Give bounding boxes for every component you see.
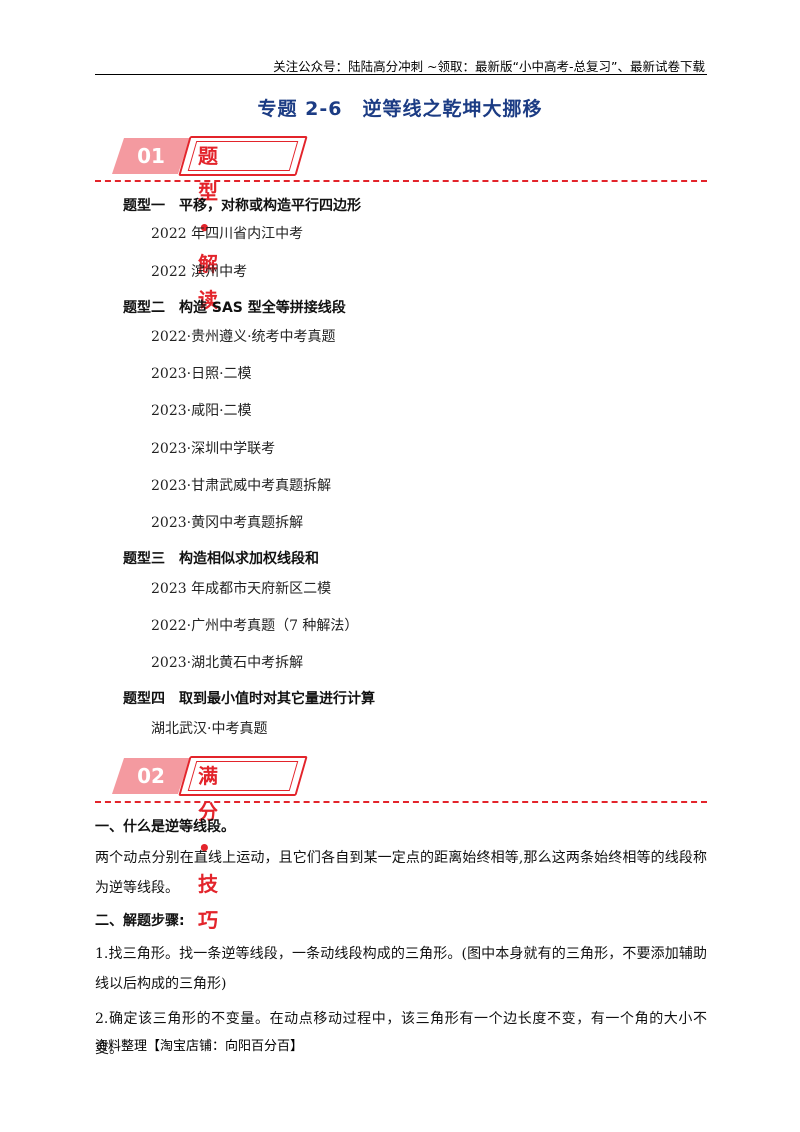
tips-paragraph: 2.确定该三角形的不变量。在动点移动过程中，该三角形有一个边长度不变，有一个角的…: [95, 1011, 707, 1057]
tips-paragraph: 1.找三角形。找一条逆等线段，一条动线段构成的三角形。(图中本身就有的三角形，不…: [95, 946, 707, 992]
list-item: 2023·黄冈中考真题拆解: [151, 515, 304, 531]
section-title: 满分•技巧: [198, 764, 218, 932]
type-heading: 题型三 构造相似求加权线段和: [123, 551, 319, 567]
tips-heading: 二、解题步骤:: [95, 913, 185, 929]
type-heading: 题型四 取到最小值时对其它量进行计算: [123, 691, 375, 707]
section-divider: [95, 180, 707, 182]
tips-heading: 一、什么是逆等线段。: [95, 819, 235, 835]
list-item: 2023 年成都市天府新区二模: [151, 581, 332, 597]
footer-note: 资料整理【淘宝店铺：向阳百分百】: [95, 1039, 304, 1054]
section-number: 02: [112, 758, 190, 794]
document-title: 专题 2-6 逆等线之乾坤大挪移: [257, 98, 543, 120]
list-item: 2023·日照·二模: [151, 366, 252, 382]
list-item: 2023·甘肃武威中考真题拆解: [151, 478, 332, 494]
list-item: 2022·广州中考真题（7 种解法）: [151, 618, 359, 634]
list-item: 2022·贵州遵义·统考中考真题: [151, 329, 336, 345]
list-item: 2023·湖北黄石中考拆解: [151, 655, 304, 671]
list-item: 湖北武汉·中考真题: [151, 721, 268, 737]
header-divider: [95, 74, 707, 75]
type-heading: 题型一 平移，对称或构造平行四边形: [123, 198, 361, 214]
type-heading: 题型二 构造 SAS 型全等拼接线段: [123, 300, 346, 316]
list-item: 2022 年四川省内江中考: [151, 226, 304, 242]
list-item: 2023·咸阳·二模: [151, 403, 252, 419]
section-divider: [95, 801, 707, 803]
list-item: 2023·深圳中学联考: [151, 441, 276, 457]
list-item: 2022 滨州中考: [151, 264, 248, 280]
tips-paragraph: 两个动点分别在直线上运动，且它们各自到某一定点的距离始终相等,那么这两条始终相等…: [95, 850, 707, 896]
section-title: 题型•解读: [198, 144, 218, 312]
header-note: 关注公众号：陆陆高分冲刺 ~领取：最新版“小中高考-总复习”、最新试卷下载: [273, 59, 705, 74]
section-number: 01: [112, 138, 190, 174]
